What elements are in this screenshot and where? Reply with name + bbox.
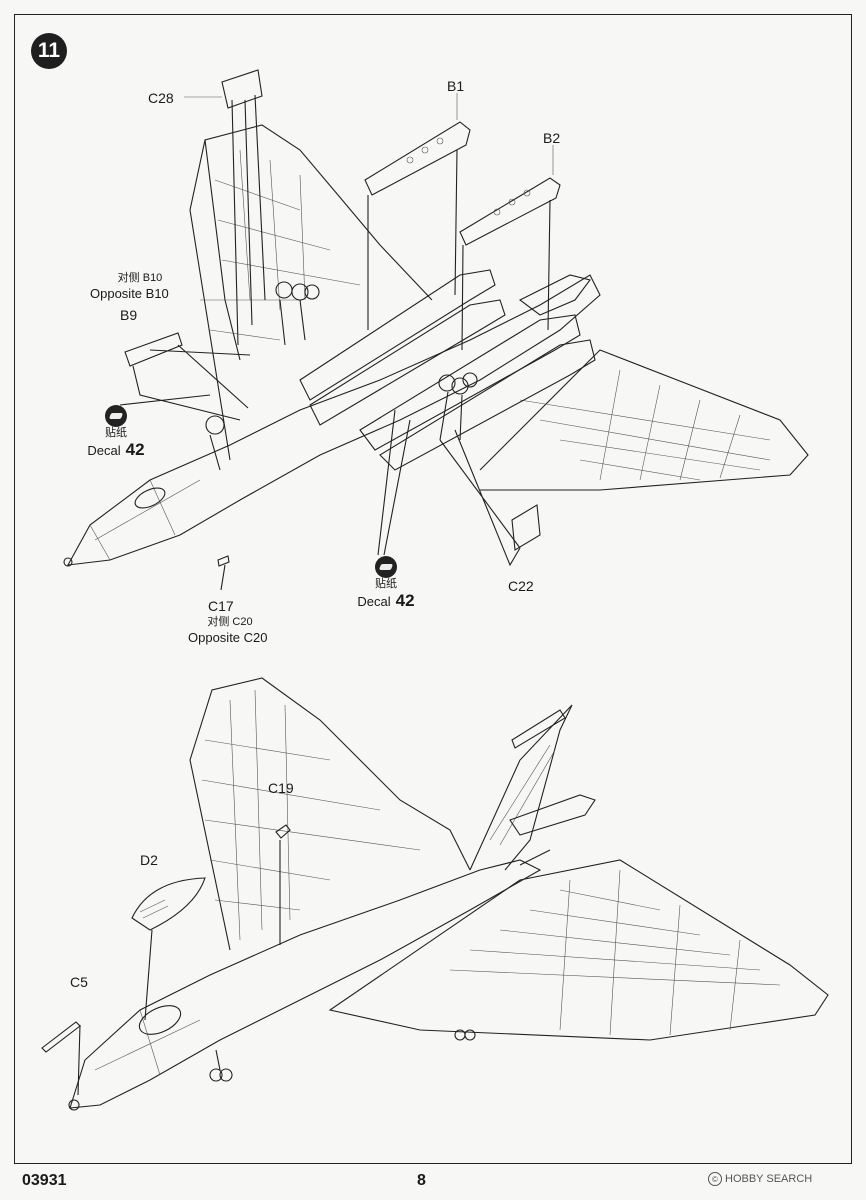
bottom-leader-lines bbox=[77, 840, 281, 1096]
step-number-badge: 11 bbox=[31, 33, 67, 69]
label-opposite-c20: Opposite C20 bbox=[188, 630, 268, 645]
bottom-aircraft-drawing bbox=[68, 677, 829, 1111]
page-number: 8 bbox=[417, 1172, 426, 1189]
decal-number: 42 bbox=[395, 591, 415, 610]
part-c19 bbox=[275, 824, 291, 839]
label-b9: B9 bbox=[120, 307, 138, 323]
decal-label: Decal bbox=[357, 594, 391, 609]
part-c28 bbox=[221, 69, 263, 109]
label-b2: B2 bbox=[543, 130, 561, 146]
decal-label: Decal bbox=[87, 443, 121, 458]
page-border bbox=[14, 14, 852, 1164]
top-leader-lines bbox=[119, 93, 554, 591]
product-code: 03931 bbox=[22, 1172, 67, 1189]
label-b1: B1 bbox=[447, 78, 465, 94]
part-c17 bbox=[217, 555, 230, 567]
decal-callout-left: 贴纸 Decal 42 bbox=[82, 405, 150, 460]
part-b1 bbox=[364, 121, 471, 196]
part-c5 bbox=[41, 1021, 81, 1053]
label-c19: C19 bbox=[268, 780, 294, 796]
label-c22: C22 bbox=[508, 578, 534, 594]
top-aircraft-drawing bbox=[63, 124, 809, 567]
copyright-icon: © bbox=[708, 1172, 722, 1186]
decal-cn: 贴纸 bbox=[375, 578, 397, 590]
decal-number: 42 bbox=[125, 440, 145, 459]
label-c5: C5 bbox=[70, 974, 88, 990]
part-b2 bbox=[459, 177, 561, 246]
watermark: © HOBBY SEARCH bbox=[708, 1172, 812, 1186]
bottom-parts bbox=[41, 824, 291, 1053]
decal-icon bbox=[105, 405, 127, 427]
watermark-text: HOBBY SEARCH bbox=[725, 1173, 813, 1185]
label-opposite-b10: Opposite B10 bbox=[90, 286, 169, 301]
label-c17: C17 bbox=[208, 598, 234, 614]
decal-callout-center: 贴纸 Decal 42 bbox=[352, 556, 420, 611]
decal-icon bbox=[375, 556, 397, 578]
label-opposite-c20-cn: 对侧 C20 bbox=[207, 616, 253, 628]
decal-cn: 贴纸 bbox=[105, 427, 127, 439]
top-parts bbox=[124, 69, 561, 567]
part-b9 bbox=[124, 332, 183, 367]
label-c28: C28 bbox=[148, 90, 174, 106]
label-opposite-b10-cn: 对侧 B10 bbox=[117, 272, 163, 284]
part-d2 bbox=[131, 877, 206, 931]
label-d2: D2 bbox=[140, 852, 158, 868]
